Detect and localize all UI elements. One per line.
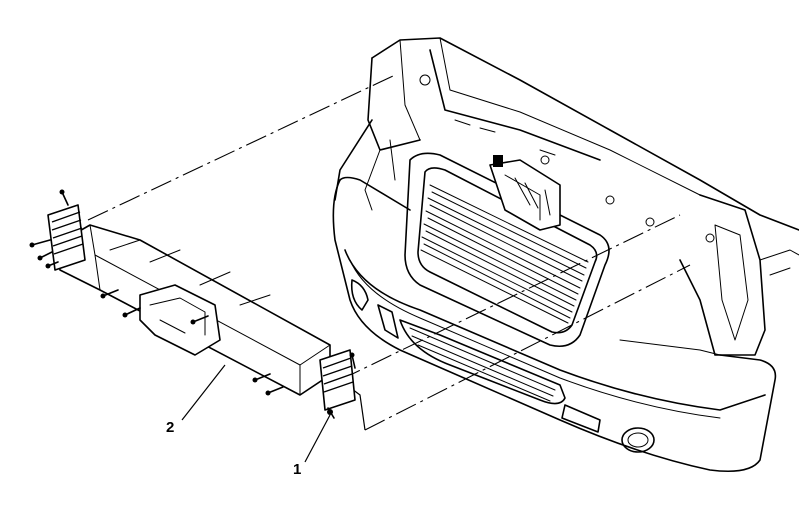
- bolt: [37, 251, 53, 261]
- bolt: [100, 289, 119, 299]
- bolt: [349, 352, 356, 369]
- install-path-lines: [87, 74, 691, 431]
- bolts: [29, 189, 356, 419]
- bolt: [265, 386, 284, 396]
- callout-label-2: 2: [166, 419, 174, 436]
- callout-label-1: 1: [293, 461, 301, 478]
- callout-1: 1: [293, 414, 331, 478]
- bolt: [45, 261, 59, 269]
- bolt: [327, 407, 335, 419]
- callout-2: 2: [166, 364, 226, 436]
- bolt: [252, 373, 271, 383]
- bolt: [59, 189, 69, 206]
- bolt: [190, 315, 209, 325]
- bolt: [122, 307, 141, 318]
- impact-bar: [47, 204, 356, 411]
- bolt: [29, 239, 51, 248]
- vehicle-front-end: [332, 37, 799, 473]
